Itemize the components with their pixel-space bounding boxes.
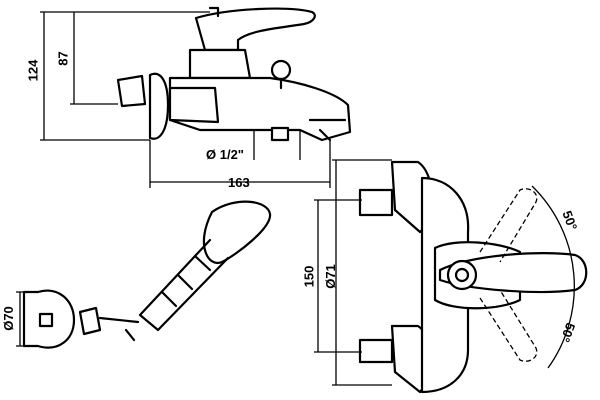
label-flange-dia: Ø71 (322, 264, 338, 289)
bracket-screw (38, 312, 54, 328)
shower-head (202, 200, 272, 265)
mixer-body (188, 48, 252, 80)
front-view (314, 159, 588, 394)
dim-150-line (314, 199, 362, 353)
label-thread: Ø 1/2" (206, 147, 244, 162)
label-width-163: 163 (228, 175, 250, 190)
angle-arc (531, 185, 575, 369)
upper-inlet (358, 188, 394, 217)
lever-ghost-upper (479, 188, 538, 263)
escutcheon (148, 72, 170, 140)
dim-70-line (16, 291, 30, 347)
label-center-distance: 150 (301, 265, 317, 288)
dim-87-line (70, 12, 118, 105)
hand-shower (16, 200, 272, 349)
lever-handle (194, 7, 316, 52)
inlet-ring (168, 86, 220, 124)
handle-cap (208, 6, 220, 18)
spout (308, 118, 347, 142)
lower-fitting (270, 126, 290, 142)
diverter-knob (270, 59, 292, 81)
lower-inlet (358, 338, 394, 364)
side-view (40, 6, 352, 188)
shower-grip (138, 238, 230, 332)
lever-ghost-lower (479, 289, 538, 362)
grip-detail (160, 254, 212, 308)
dim-thread-line (253, 130, 301, 160)
label-cover-dia: Ø70 (0, 306, 16, 331)
hose-connector (98, 316, 140, 342)
hose-nut (78, 306, 102, 336)
dim-163-line (149, 140, 331, 188)
inlet-nut (116, 74, 147, 108)
dim-124-line (40, 11, 210, 141)
dim-71-line (332, 159, 392, 386)
lever-top (438, 252, 588, 294)
lever-hub-inner (454, 267, 470, 283)
label-height-124: 124 (25, 59, 41, 82)
label-height-87: 87 (55, 51, 71, 66)
